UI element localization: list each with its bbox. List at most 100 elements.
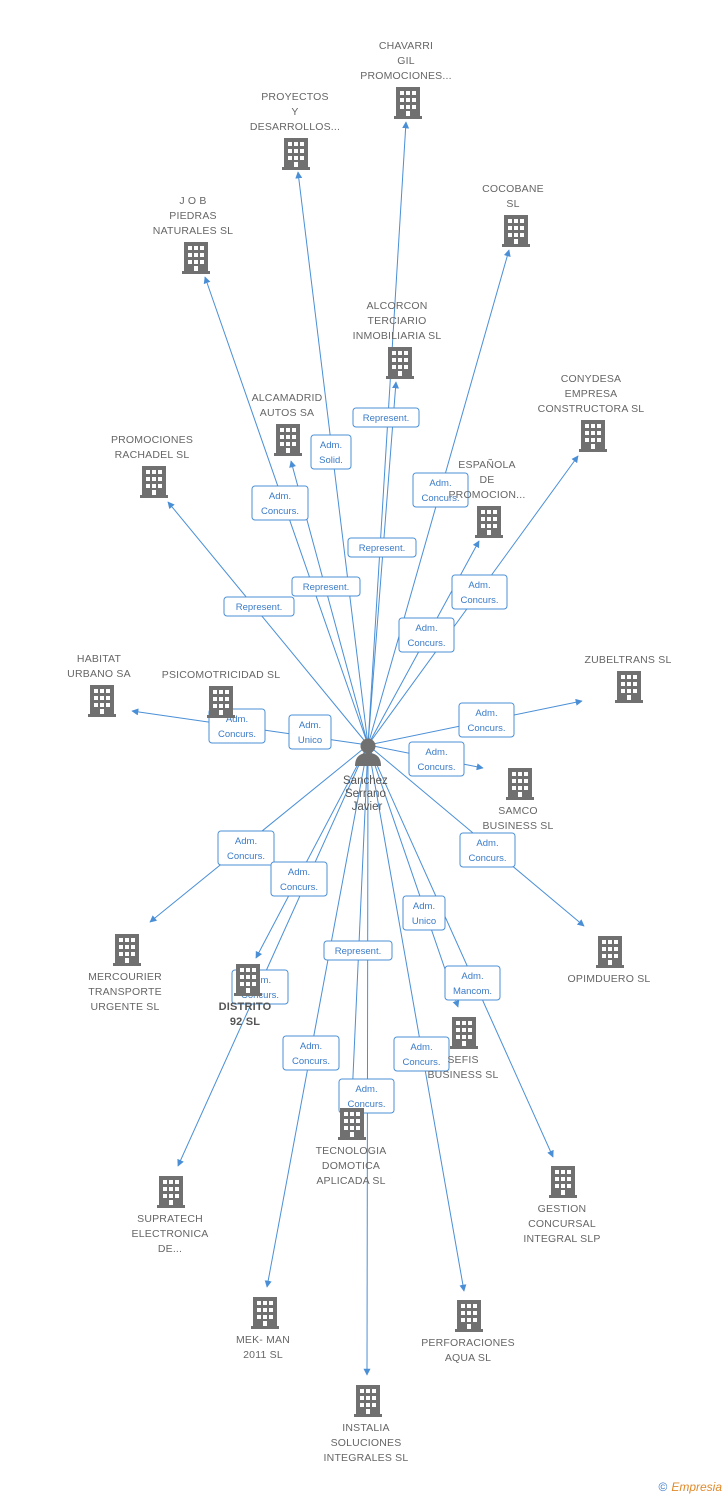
edge-label-text: Concurs. <box>468 853 506 864</box>
company-name-line: AUTOS SA <box>260 407 315 419</box>
edge-label-box[interactable]: Adm.Concurs. <box>282 1035 340 1071</box>
company-name-line: PROMOCION... <box>448 489 525 501</box>
building-icon <box>506 768 534 800</box>
building-icon <box>251 1297 279 1329</box>
edge-label-box[interactable]: Adm.Concurs. <box>338 1078 395 1114</box>
edge-label-box[interactable]: Adm.Solid. <box>310 434 352 470</box>
edge-label-box[interactable]: Adm.Concurs. <box>412 472 469 508</box>
edge-label-box[interactable]: Adm.Mancom. <box>444 965 501 1001</box>
edge-label-box[interactable]: Represent. <box>347 537 417 558</box>
company-name-line: DE... <box>158 1243 182 1255</box>
edge-label-text: Adm. <box>288 867 310 878</box>
relation-edge <box>363 744 371 1376</box>
edge-label-box[interactable]: Adm.Concurs. <box>398 617 455 653</box>
relation-edge <box>255 744 369 959</box>
company-name-line: NATURALES SL <box>153 225 233 237</box>
edge-label-box[interactable]: Adm.Concurs. <box>217 830 275 866</box>
company-name-line: COCOBANE <box>482 183 544 195</box>
relation-edge <box>177 744 369 1167</box>
edge-label-layer: Represent.Adm.Solid.Adm.Concurs.Adm.Conc… <box>208 407 516 1114</box>
edge-label-box[interactable]: Adm.Concurs. <box>393 1036 450 1072</box>
edge-label-frame <box>323 940 393 961</box>
edge-label-box[interactable]: Adm. Unico <box>402 895 446 931</box>
company-name-line: INSTALIA <box>342 1422 390 1434</box>
edge-label-box[interactable]: Represent. <box>352 407 420 428</box>
edge-label-box[interactable]: Represent. <box>223 596 295 617</box>
edge-label-text: Represent. <box>363 413 409 424</box>
edge-label-box[interactable]: Adm.Concurs. <box>251 485 309 521</box>
company-node-cocobane[interactable]: COCOBANE SL <box>482 183 544 247</box>
edge-label-box[interactable]: Adm.Unico <box>288 714 332 750</box>
edge-label-box[interactable]: Adm.Concurs. <box>270 861 328 897</box>
company-name-line: PERFORACIONES <box>421 1337 515 1349</box>
edge-label-text: Concurs. <box>261 506 299 517</box>
edge-label-text: Mancom. <box>453 986 492 997</box>
edge-label-box[interactable]: Adm.Concurs. <box>459 832 516 868</box>
edge-label-text: Adm. <box>475 708 497 719</box>
edge-label-text: Adm. <box>413 901 435 912</box>
relation-edge <box>367 744 554 1158</box>
edge-label-box[interactable]: Adm.Concurs. <box>451 574 508 610</box>
brand-logo: Empresia <box>671 1480 722 1494</box>
edge-label-frame <box>408 741 465 777</box>
company-node-psicomotricidad[interactable]: PSICOMOTRICIDAD SL <box>162 669 281 718</box>
watermark: ©Empresia <box>658 1480 722 1494</box>
edge-label-text: Unico <box>298 735 322 746</box>
edge-label-text: Unico <box>412 916 436 927</box>
edge-label-box[interactable]: Adm.Concurs. <box>458 702 515 738</box>
relation-edge <box>348 744 369 1099</box>
company-name-line: INMOBILIARIA SL <box>353 330 442 342</box>
company-name-line: APLICADA SL <box>316 1175 385 1187</box>
edge-label-frame <box>347 537 417 558</box>
company-name: COCOBANE SL <box>482 183 544 210</box>
building-icon <box>113 934 141 966</box>
company-name-line: SL <box>506 198 519 210</box>
edge-label-text: Concurs. <box>347 1099 385 1110</box>
edge-label-box[interactable]: Adm.Concurs. <box>408 741 465 777</box>
company-node-opimduero[interactable]: OPIMDUERO SL <box>568 936 651 985</box>
relation-edge <box>367 121 410 746</box>
edge-label-frame <box>288 714 332 750</box>
company-name-line: ZUBELTRANS SL <box>584 654 671 666</box>
company-name-line: TRANSPORTE <box>88 986 162 998</box>
edge-label-frame <box>458 702 515 738</box>
company-name-line: SEFIS <box>447 1054 478 1066</box>
company-node-zubeltrans[interactable]: ZUBELTRANS SL <box>584 654 671 703</box>
company-name: OPIMDUERO SL <box>568 973 651 985</box>
person-node[interactable]: Sanchez Serrano Javier <box>343 738 391 814</box>
edge-label-box[interactable]: Represent. <box>291 576 361 597</box>
building-icon <box>549 1166 577 1198</box>
building-icon <box>282 138 310 170</box>
edge-label-box[interactable]: Represent. <box>323 940 393 961</box>
building-icon <box>338 1108 366 1140</box>
company-name: ZUBELTRANS SL <box>584 654 671 666</box>
